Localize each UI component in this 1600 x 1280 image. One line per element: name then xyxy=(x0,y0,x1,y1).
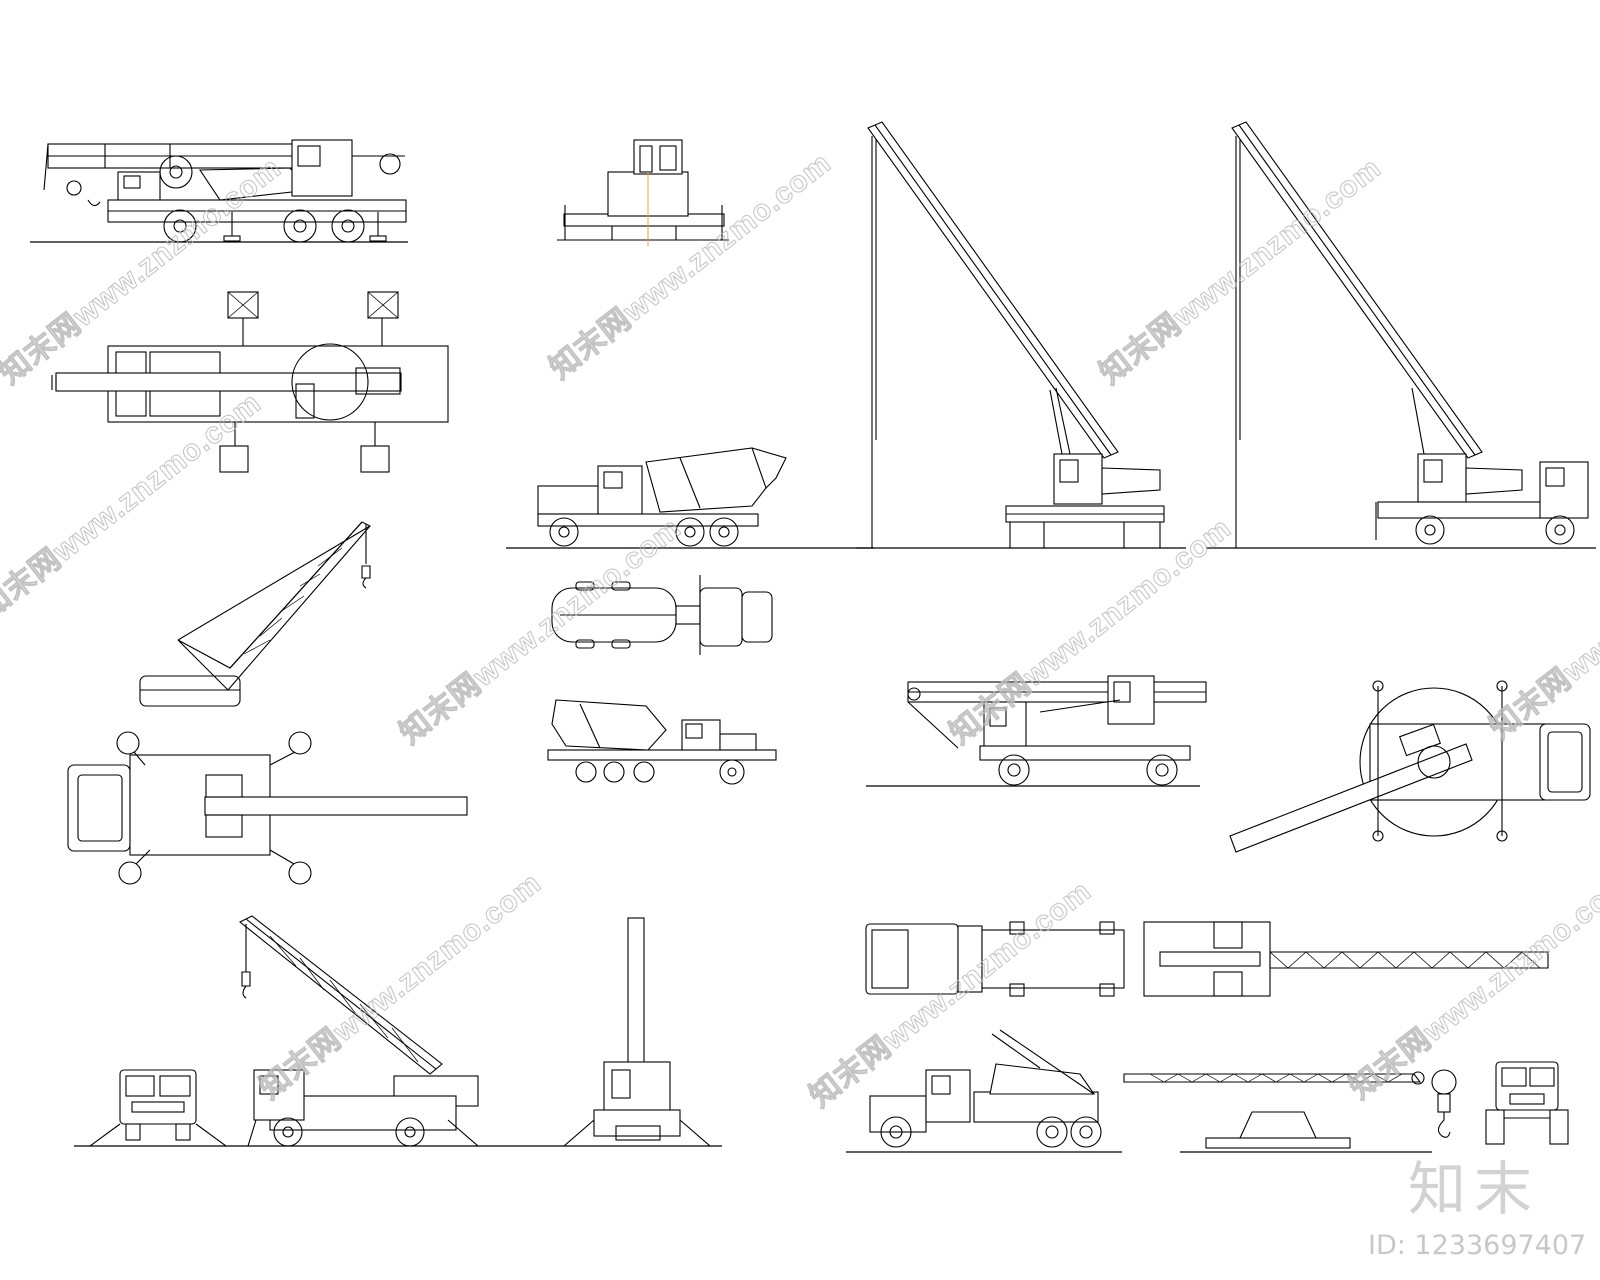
watermark-text: 知末网www.znzmo.com xyxy=(1344,866,1600,1105)
view-mixer-truck-plan xyxy=(551,575,773,655)
view-crane-slewing-plan xyxy=(1229,680,1591,853)
view-truck-front xyxy=(89,1069,227,1147)
view-crawler-crane-side xyxy=(139,521,371,707)
brand-logo: 知末 xyxy=(1408,1155,1541,1223)
view-crane-rear-tall xyxy=(563,917,711,1147)
view-mobile-crane-rear xyxy=(557,139,729,246)
view-crane-top-outriggers xyxy=(67,731,468,885)
image-id-label: ID: 1233697407 xyxy=(1368,1230,1587,1261)
watermark-text: 知末网www.znzmo.com xyxy=(544,146,837,385)
view-lattice-truck-side xyxy=(846,1029,1122,1153)
view-boom-crane-tall-1 xyxy=(856,121,1186,549)
view-truck-crane-side-mid xyxy=(866,675,1207,787)
view-truck-front-small xyxy=(1485,1061,1569,1145)
watermark-text: 知末网www.znzmo.com xyxy=(254,866,547,1105)
view-lattice-truck-plan xyxy=(865,921,1549,997)
view-lattice-crane-side xyxy=(74,915,722,1147)
view-hook-block xyxy=(1431,1069,1457,1138)
view-boom-crane-tall-2 xyxy=(1206,121,1596,549)
watermark-text: 知末网www.znzmo.com xyxy=(944,511,1237,750)
view-mixer-truck-side xyxy=(506,447,874,549)
view-mobile-crane-side xyxy=(30,139,408,243)
view-lattice-boom xyxy=(1123,1071,1432,1153)
view-mobile-crane-plan xyxy=(51,291,449,473)
watermark-text: 知末网www.znzmo.com xyxy=(1484,506,1600,745)
view-mixer-truck-side-2 xyxy=(547,699,777,785)
